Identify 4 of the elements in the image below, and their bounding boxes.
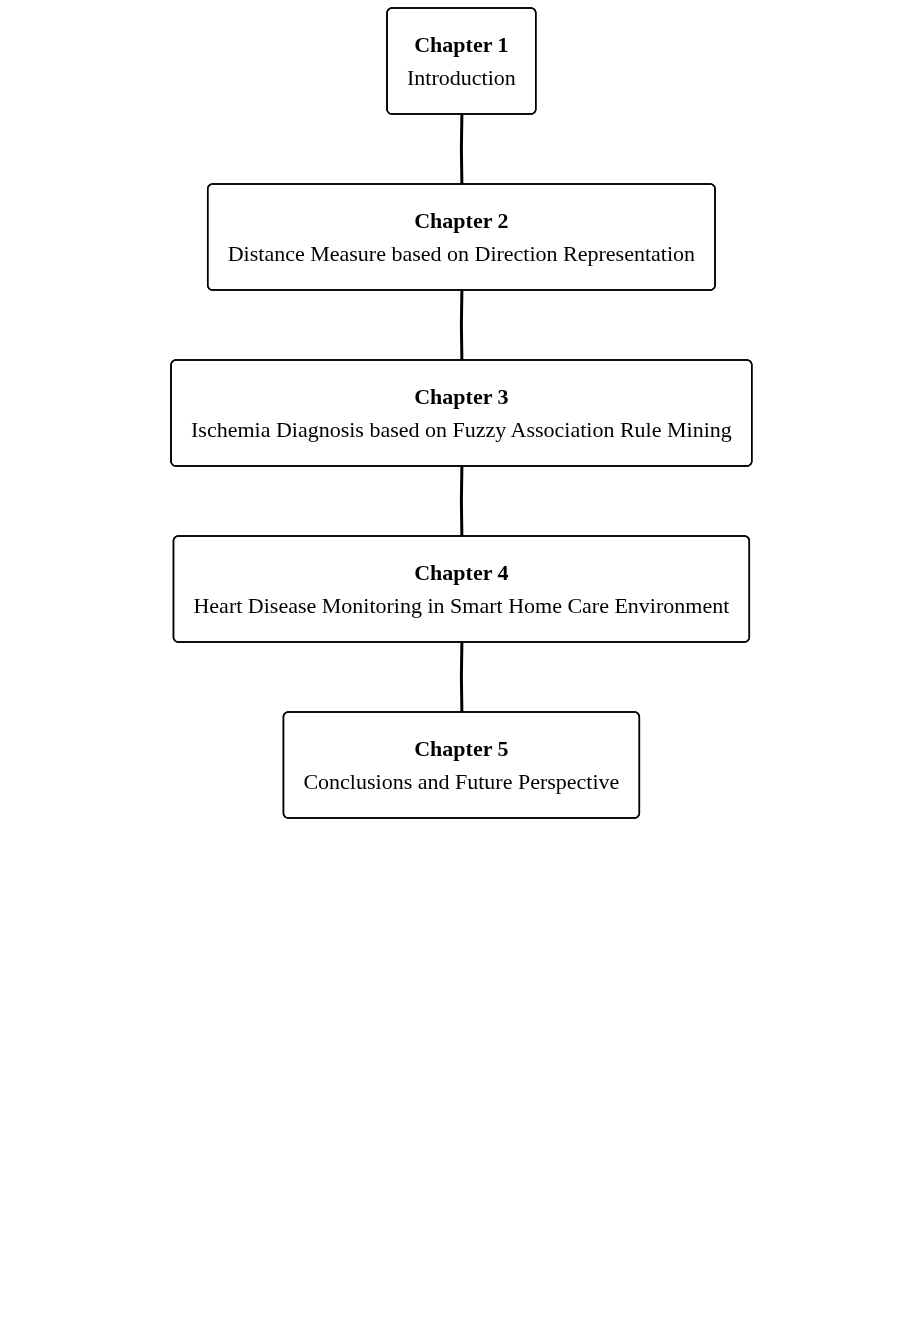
connector — [459, 114, 463, 185]
connector — [459, 466, 463, 537]
connector — [459, 290, 463, 361]
connector — [459, 642, 463, 713]
